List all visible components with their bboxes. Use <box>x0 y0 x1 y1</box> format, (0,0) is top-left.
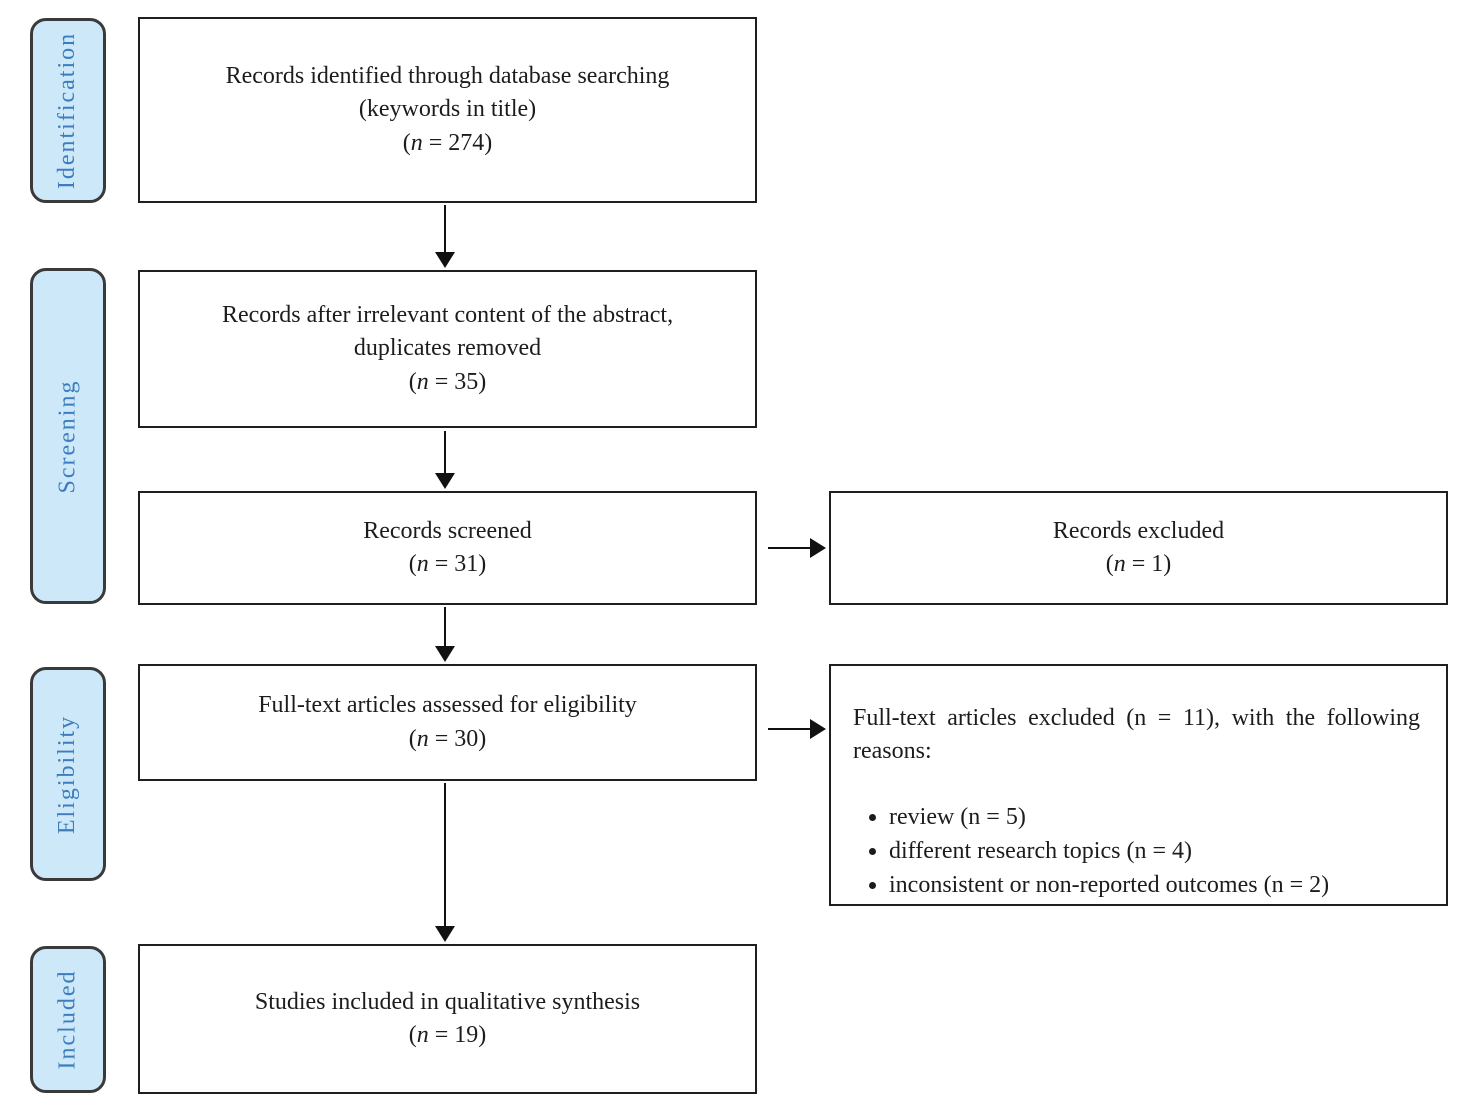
arrow-down-duplicates-to-screened <box>434 431 456 489</box>
reason-item: review (n = 5) <box>889 801 1420 834</box>
n-symbol: n <box>410 129 423 156</box>
box-text-line: duplicates removed <box>353 335 542 362</box>
arrow-shaft <box>443 431 447 473</box>
arrow-head-icon <box>810 719 826 739</box>
n-open: ( <box>408 551 417 577</box>
n-open: ( <box>408 1022 417 1048</box>
n-symbol: n <box>416 368 429 395</box>
n-value: = 274) <box>422 129 493 156</box>
stage-label-eligibility: Eligibility <box>30 667 106 881</box>
box-text-line: Studies included in qualitative synthesi… <box>254 988 641 1015</box>
n-value: = 31) <box>428 551 487 577</box>
box-text-line: Full-text articles assessed for eligibil… <box>258 692 637 719</box>
box-n-count: (n = 35) <box>409 366 487 399</box>
n-open: ( <box>1105 551 1114 577</box>
box-text-line: Records identified through database sear… <box>225 63 670 90</box>
fulltext-excluded-reasons-list: review (n = 5) different research topics… <box>863 800 1420 903</box>
stage-label-screening: Screening <box>30 268 106 604</box>
reason-item: inconsistent or non-reported outcomes (n… <box>889 869 1420 902</box>
stage-label-included-text: Included <box>54 969 81 1070</box>
stage-label-eligibility-text: Eligibility <box>54 714 81 834</box>
n-value: = 30) <box>428 725 487 752</box>
flow-box-studies-included: Studies included in qualitative synthesi… <box>138 944 757 1094</box>
arrow-shaft <box>768 727 810 731</box>
arrow-head-icon <box>435 646 455 662</box>
box-text-line: Records excluded <box>1052 517 1225 544</box>
arrow-shaft <box>443 205 447 252</box>
flow-box-fulltext-excluded: Full-text articles excluded (n = 11), wi… <box>829 664 1448 906</box>
box-n-count: (n = 19) <box>409 1019 487 1052</box>
arrow-shaft <box>443 607 447 646</box>
n-value: = 1) <box>1125 551 1172 577</box>
stage-label-identification-text: Identification <box>54 31 81 190</box>
arrow-down-screened-to-assessed <box>434 607 456 662</box>
n-symbol: n <box>1113 551 1126 577</box>
flow-box-records-excluded: Records excluded (n = 1) <box>829 491 1448 605</box>
box-text-line: Records screened <box>363 517 532 544</box>
box-text-line: (keywords in title) <box>358 96 537 123</box>
box-n-count: (n = 30) <box>409 723 487 756</box>
arrow-head-icon <box>810 538 826 558</box>
flow-box-records-screened: Records screened (n = 31) <box>138 491 757 605</box>
stage-label-identification: Identification <box>30 18 106 203</box>
n-open: ( <box>402 129 411 156</box>
n-value: = 19) <box>428 1022 487 1048</box>
fulltext-excluded-intro: Full-text articles excluded (n = 11), wi… <box>853 705 1420 765</box>
arrow-right-assessed-to-fulltext-excluded <box>768 718 826 740</box>
flow-box-after-duplicates: Records after irrelevant content of the … <box>138 270 757 428</box>
arrow-down-identified-to-duplicates <box>434 205 456 268</box>
arrow-head-icon <box>435 252 455 268</box>
box-n-count: (n = 31) <box>409 548 487 581</box>
n-open: ( <box>408 725 417 752</box>
box-n-count: (n = 274) <box>403 127 493 160</box>
box-text-line: Records after irrelevant content of the … <box>221 302 674 329</box>
n-symbol: n <box>416 1022 429 1048</box>
arrow-shaft <box>768 546 810 550</box>
flow-box-fulltext-assessed: Full-text articles assessed for eligibil… <box>138 664 757 781</box>
flow-box-records-identified: Records identified through database sear… <box>138 17 757 203</box>
n-open: ( <box>408 368 417 395</box>
reason-item: different research topics (n = 4) <box>889 835 1420 868</box>
arrow-head-icon <box>435 926 455 942</box>
n-symbol: n <box>416 551 429 577</box>
box-n-count: (n = 1) <box>1106 548 1172 581</box>
n-symbol: n <box>416 725 429 752</box>
stage-label-screening-text: Screening <box>54 379 81 493</box>
arrow-right-screened-to-excluded <box>768 537 826 559</box>
arrow-down-assessed-to-included <box>434 783 456 942</box>
arrow-shaft <box>443 783 447 926</box>
arrow-head-icon <box>435 473 455 489</box>
n-value: = 35) <box>428 368 487 395</box>
stage-label-included: Included <box>30 946 106 1093</box>
